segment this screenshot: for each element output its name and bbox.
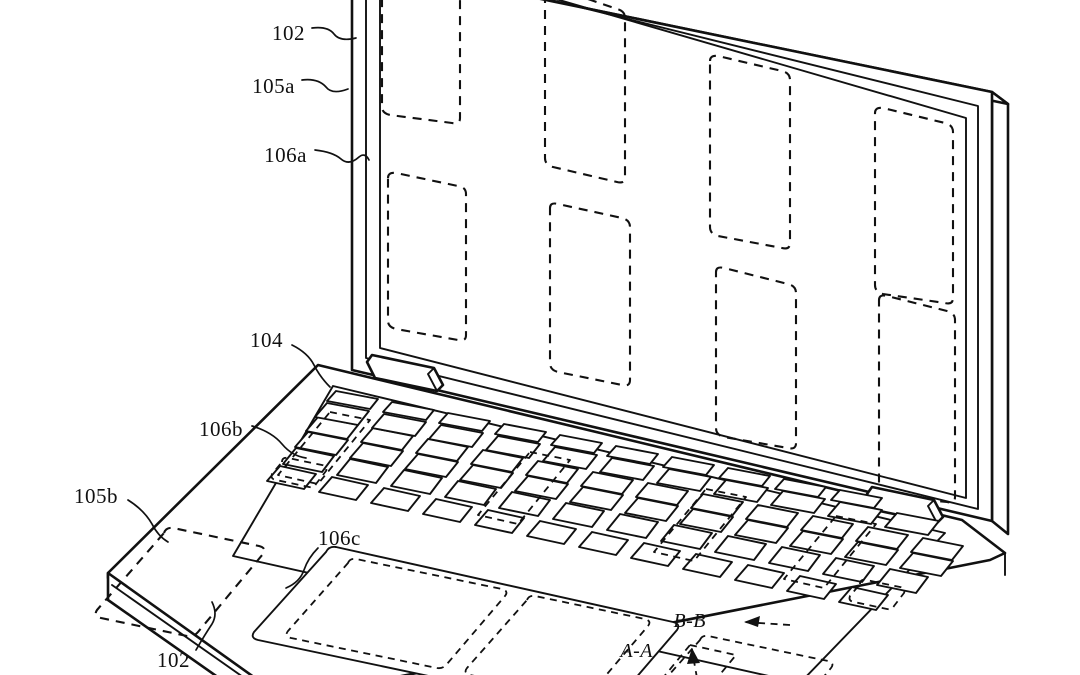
ref-label-106b: 106b — [199, 417, 243, 441]
leader-102-bottom — [195, 601, 216, 651]
key — [390, 469, 443, 495]
key — [662, 456, 715, 476]
key — [371, 413, 427, 437]
key — [718, 467, 771, 487]
key — [734, 564, 785, 589]
section-label-aa: A-A — [618, 640, 653, 662]
key — [318, 476, 369, 501]
key — [474, 509, 525, 534]
key — [438, 412, 491, 432]
hinge-barrel-left-cap — [427, 367, 438, 392]
keyboard-antenna-col-c — [653, 488, 747, 562]
ref-label-106a: 106a — [264, 143, 307, 167]
key — [884, 512, 940, 536]
display-antenna-2 — [386, 171, 468, 342]
key — [660, 524, 713, 550]
key — [336, 458, 389, 484]
section-marker-labels: B-B A-A — [618, 610, 706, 662]
key — [830, 489, 883, 509]
display-antenna-7 — [873, 106, 955, 305]
ref-label-106c: 106c — [318, 526, 361, 550]
leader-lines — [127, 26, 370, 651]
base-front-edge-line — [111, 584, 242, 675]
key — [822, 557, 875, 583]
section-arrows — [687, 616, 791, 675]
display-antenna-1 — [380, 0, 462, 125]
ref-label-105a: 105a — [252, 74, 295, 98]
keyboard — [266, 390, 964, 611]
section-label-bb: B-B — [673, 610, 706, 632]
key — [326, 390, 379, 410]
key — [422, 498, 473, 523]
key — [578, 531, 629, 556]
key — [580, 471, 634, 495]
display-screen-aperture — [379, 0, 967, 499]
key — [382, 401, 435, 421]
ref-label-105b: 105b — [74, 484, 118, 508]
key — [550, 434, 603, 454]
display-antenna-6 — [714, 266, 798, 450]
trackpad-outline — [251, 545, 680, 675]
leader-104 — [291, 344, 331, 388]
key — [774, 478, 827, 498]
section-aa-line — [691, 649, 698, 675]
palm-rest-antenna-left — [94, 526, 266, 638]
key — [494, 423, 547, 443]
key — [525, 460, 579, 484]
key — [682, 553, 733, 578]
key — [606, 513, 659, 539]
reference-numeral-labels: 102 105a 106a 104 106b 105b 106c 102 — [74, 21, 361, 672]
key — [526, 520, 577, 545]
keyboard-antenna-col-d — [783, 515, 877, 589]
keyboard-antenna-col-b — [477, 451, 571, 525]
key — [485, 435, 541, 459]
key — [606, 445, 659, 465]
key — [428, 424, 484, 448]
ref-label-102-bottom: 102 — [157, 648, 190, 672]
display-antenna-5 — [708, 54, 792, 250]
key — [370, 487, 421, 512]
key — [599, 457, 655, 481]
key — [786, 575, 837, 600]
display-antenna-4 — [548, 202, 632, 387]
leader-106c — [285, 547, 319, 589]
key — [630, 542, 681, 567]
base-front-edge-thickness — [106, 571, 254, 675]
leader-105a — [301, 78, 349, 93]
display-bezel-outline-outer — [365, 0, 979, 510]
section-aa-arrowhead — [687, 648, 700, 664]
key — [656, 468, 712, 492]
section-bb-arrowhead — [744, 616, 760, 627]
leader-102-top — [311, 26, 357, 41]
keyboard-antenna-right — [848, 578, 906, 611]
hinge-group — [365, 353, 945, 525]
keyboard-row-2 — [282, 447, 929, 594]
key — [876, 568, 929, 594]
key — [635, 482, 689, 506]
key — [542, 446, 598, 470]
display-right-edge-thickness — [990, 90, 1010, 536]
section-aa-antenna-block — [664, 644, 737, 675]
leader-106b — [251, 425, 307, 459]
key — [552, 502, 605, 528]
palm-rest-area — [94, 526, 834, 675]
leader-106a — [314, 149, 370, 163]
key — [910, 537, 964, 561]
key — [768, 546, 821, 572]
key — [745, 504, 799, 528]
display-outer-face — [350, 0, 994, 523]
ref-label-104: 104 — [250, 328, 283, 352]
ref-label-102-top: 102 — [272, 21, 305, 45]
key — [498, 491, 551, 517]
key — [838, 586, 889, 611]
keyboard-row-6 — [326, 390, 883, 509]
hinge-barrel-right-cap — [927, 499, 938, 524]
leader-105b — [127, 499, 169, 543]
key — [444, 480, 497, 506]
key — [714, 535, 767, 561]
keyboard-row-1 — [266, 465, 889, 611]
key — [314, 402, 370, 426]
